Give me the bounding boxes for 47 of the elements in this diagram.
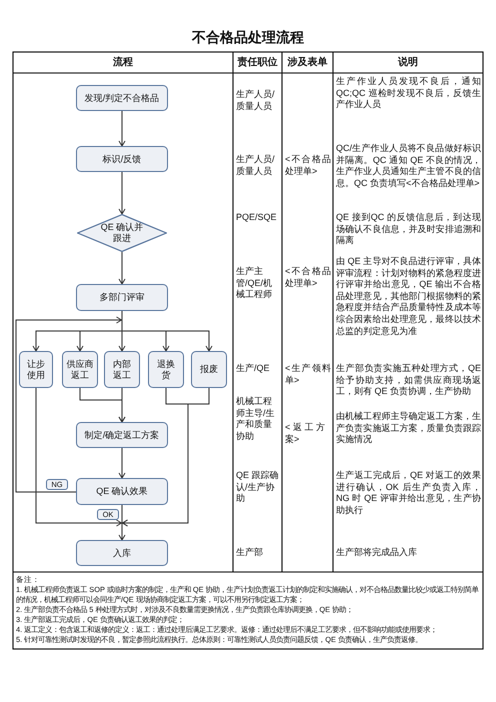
title: 不合格品处理流程 xyxy=(192,28,304,46)
arrow xyxy=(118,388,126,422)
description-text: QC/生产作业人员将不良品做好标识并隔离。QC 通知 QE 不良的情况，生产作业人员通知生产主管不良的信息。QC 负责填写<不合格品处理单> xyxy=(336,143,481,190)
process-box: 发现/判定不合格品 xyxy=(76,85,168,111)
column-heading: 责任职位 xyxy=(238,56,278,68)
process-box: QE 确认效果 xyxy=(76,478,168,505)
role-text: 生产主管/QE/机械工程师 xyxy=(236,266,274,301)
description-text: 生产部负责实施五种处理方式，QE 给予协助支持，如需供应商现场返工，则有 QE 负责协调，生产协助 xyxy=(336,363,481,398)
arrow xyxy=(16,316,122,492)
process-box: 制定/确定返工方案 xyxy=(76,422,168,448)
process-box: 入库 xyxy=(76,540,168,566)
description-text: 生产部将完成品入库 xyxy=(336,547,417,559)
role-text: 生产人员/质量人员 xyxy=(236,154,276,178)
role-text: PQE/SQE xyxy=(236,212,277,224)
arrow xyxy=(36,388,122,526)
role-text: QE 跟踪确认/生产协助 xyxy=(236,470,280,505)
process-box: 报废 xyxy=(191,351,227,388)
role-text: 机械工程师主导/生产和质量协助 xyxy=(236,396,276,442)
process-box: 多部门评审 xyxy=(76,284,168,311)
form-text: <不合格品处理单> xyxy=(285,266,331,290)
form-text: <不合格品处理单> xyxy=(285,154,331,178)
process-box: 内部返工 xyxy=(104,351,140,388)
description-text: QE 接到QC 的反馈信息后，到达现场确认不良信息，并及时安排追溯和隔离 xyxy=(336,212,481,247)
arrow xyxy=(118,504,126,540)
role-text: 生产/QE xyxy=(236,363,270,375)
arrow xyxy=(118,252,126,284)
column-heading: 流程 xyxy=(113,56,133,68)
process-box: 让步使用 xyxy=(19,351,53,388)
process-box: 供应商返工 xyxy=(62,351,98,388)
role-text: 生产人员/质量人员 xyxy=(236,89,276,112)
form-text: <返工方案> xyxy=(285,422,325,446)
process-box: 退换货 xyxy=(148,351,184,388)
arrow xyxy=(118,172,126,214)
description-text: 由 QE 主导对不良品进行评审，具体评审流程：计划对物料的紧急程度进行评审并给出意见，QE 输出不合格品处理意见，其他部门根据物料的紧急程度并结合产品质量特性及成本等综合因素给出处理意见，最终以技术总监的判定意见为准 xyxy=(336,256,481,338)
arrow xyxy=(122,310,212,352)
process-box: 标识/反馈 xyxy=(76,146,168,172)
form-text: <生产领料单> xyxy=(285,363,331,386)
description-text: 生产作业人员发现不良后，通知QC;QC 巡检时发现不良后，反馈生产作业人员 xyxy=(336,76,481,111)
column-heading: 说明 xyxy=(398,56,418,68)
arrow xyxy=(118,110,126,146)
role-text: 生产部 xyxy=(236,547,263,559)
arrow xyxy=(122,388,210,526)
description-text: 生产返工完成后，QE 对返工的效果进行确认，OK 后生产负责入库，NG 时 QE 评审并给出意见，生产协助执行 xyxy=(336,470,481,516)
arrow xyxy=(118,448,126,478)
column-heading: 涉及表单 xyxy=(288,56,328,68)
description-text: 由机械工程师主导确定返工方案，生产负责实施返工方案，质量负责跟踪实施情况 xyxy=(336,411,481,446)
decision-diamond: QE 确认并跟进 xyxy=(77,214,167,252)
